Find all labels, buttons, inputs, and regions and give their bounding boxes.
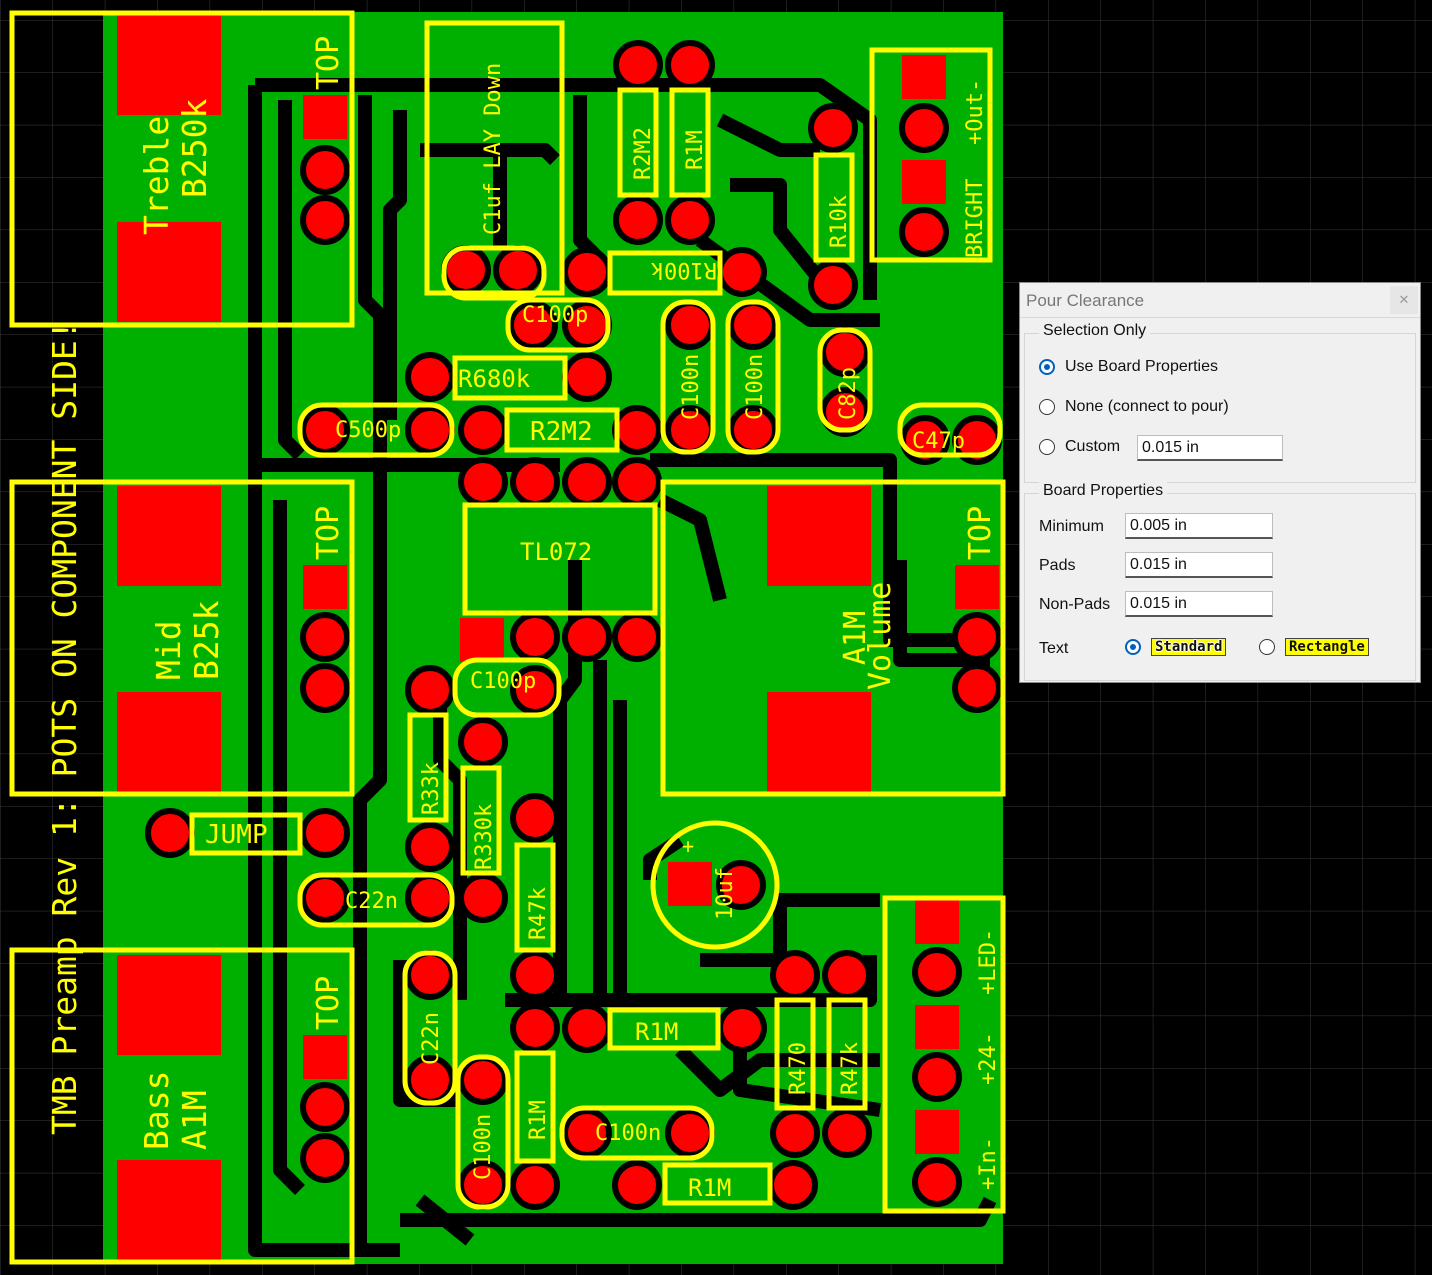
c22n-a-label: C22n [345,889,398,914]
r2m2-b-label: R2M2 [530,417,593,447]
out-label: +Out- [963,79,988,145]
treble-label: Treble [137,116,176,235]
square-pads [117,15,999,1260]
bass-value-label: A1M [175,1090,214,1150]
cap-plus-label: + [682,834,694,858]
radio-custom[interactable] [1039,439,1055,455]
volume-label: Volume [863,582,898,690]
radio-text-rectangle[interactable] [1259,639,1275,655]
c47p-label: C47p [912,429,965,454]
text-standard-option[interactable]: Standard [1125,638,1227,656]
option-custom[interactable]: Custom [1039,438,1120,456]
r100k-label: R100k [651,257,717,282]
c100p-a-label: C100p [522,303,588,328]
c100n-d-label: C100n [595,1121,661,1146]
selection-only-label: Selection Only [1039,322,1151,340]
c100n-c-label: C100n [471,1114,496,1180]
top-label: TOP [963,506,998,560]
selection-only-group: Selection Only Use Board Properties None… [1024,322,1416,483]
treble-value-label: B250k [175,99,214,198]
custom-value-field[interactable]: 0.015 in [1137,435,1283,461]
minimum-label: Minimum [1039,518,1104,535]
nonpads-field[interactable]: 0.015 in [1125,591,1273,617]
board-properties-group: Board Properties Minimum 0.005 in Pads 0… [1024,482,1416,681]
pot-pad [117,1160,221,1260]
pour-clearance-dialog: Pour Clearance ✕ Selection Only Use Boar… [1019,282,1421,683]
radio-board-properties[interactable] [1039,359,1055,375]
mid-label: Mid [149,620,188,680]
r47k-a-label: R47k [526,887,551,940]
mid-value-label: B25k [187,600,226,680]
r33k-label: R33k [419,762,444,815]
r470-label: R470 [786,1042,811,1095]
close-icon[interactable]: ✕ [1390,286,1418,314]
r1m-c-label: R1M [635,1018,678,1046]
text-rectangle-option[interactable]: Rectangle [1259,638,1369,656]
c22n-b-label: C22n [419,1012,444,1065]
c100p-b-label: C100p [470,669,536,694]
text-standard-sample: Standard [1151,638,1227,656]
round-pads [145,40,1002,1210]
radio-text-standard[interactable] [1125,639,1141,655]
silkscreen [9,10,1006,1265]
r10k-label: R10k [827,195,852,248]
c82p-label: C82p [836,367,861,420]
c100n-b-label: C100n [743,354,768,420]
tl072-label: TL072 [520,538,592,566]
bass-label: Bass [137,1071,176,1150]
pot-pad [117,15,221,115]
radio-none[interactable] [1039,399,1055,415]
r330k-label: R330k [472,804,497,870]
v24-label: +24- [976,1032,1001,1085]
r47k-b-label: R47k [838,1042,863,1095]
dialog-titlebar[interactable]: Pour Clearance ✕ [1020,283,1420,318]
r1m-a-label: R1M [683,130,708,170]
r2m2-a-label: R2M2 [631,127,656,180]
pot-pad [767,486,871,586]
pot-pad [117,692,221,792]
c500p-label: C500p [335,418,401,443]
side-note-label: TMB Preamp Rev 1: POTS ON COMPONENT SIDE… [45,320,84,1135]
lay-down-label: C1uf LAY Down [481,63,506,235]
led-label: +LED- [976,929,1001,995]
jump-label: JUMP [205,820,268,850]
minimum-field[interactable]: 0.005 in [1125,513,1273,539]
r1m-d-label: R1M [688,1174,731,1202]
bright-label: BRIGHT [963,179,988,258]
c100n-a-label: C100n [679,354,704,420]
dialog-title: Pour Clearance [1026,291,1145,310]
top-label: TOP [311,506,346,560]
option-none-label: None (connect to pour) [1065,398,1229,415]
r1m-b-label: R1M [526,1100,551,1140]
option-custom-label: Custom [1065,438,1121,455]
cap-10uf-label: 10uf [713,867,738,920]
text-label: Text [1039,640,1069,657]
in-label: +In- [976,1137,1001,1190]
option-board-label: Use Board Properties [1065,358,1218,375]
text-rectangle-sample: Rectangle [1285,638,1369,656]
r680k-label: R680k [458,365,531,393]
board-properties-label: Board Properties [1039,482,1168,500]
pot-pad [767,692,871,792]
option-board-properties[interactable]: Use Board Properties [1039,358,1218,376]
nonpads-label: Non-Pads [1039,596,1111,613]
pot-pad [117,222,221,322]
pot-pad [117,486,221,586]
pot-pad [117,955,221,1055]
volume-value-label: A1M [838,611,873,665]
pads-field[interactable]: 0.015 in [1125,552,1273,578]
pads-label: Pads [1039,557,1076,574]
top-label: TOP [311,976,346,1030]
option-none[interactable]: None (connect to pour) [1039,398,1229,416]
top-label: TOP [311,36,346,90]
